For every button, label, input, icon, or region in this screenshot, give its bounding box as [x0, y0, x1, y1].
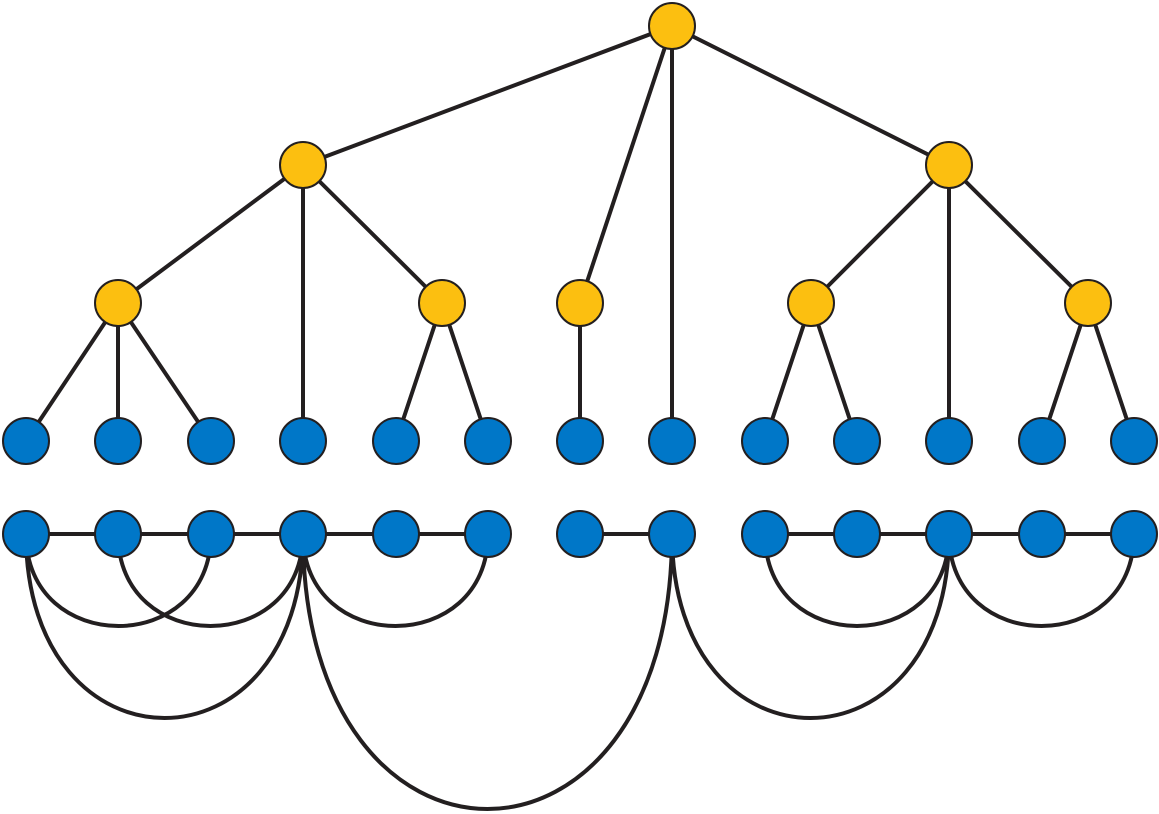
tree-edge	[809, 301, 859, 443]
tree-edge	[394, 301, 444, 443]
tree-edge	[578, 24, 674, 305]
tree-edge	[1086, 301, 1136, 443]
tree-internal-node	[787, 279, 835, 327]
graph-node	[464, 510, 512, 558]
tree-leaf-node	[648, 417, 696, 465]
graph-node	[741, 510, 789, 558]
tree-internal-node	[94, 279, 142, 327]
tree-edge	[24, 301, 120, 443]
tree-nodes	[2, 2, 1158, 465]
tree-edge	[116, 301, 213, 443]
tree-leaf-node	[1018, 417, 1066, 465]
tree-edge	[947, 163, 1090, 305]
tree-internal-node	[279, 141, 327, 189]
tree-edge	[1040, 301, 1090, 443]
tree-leaf-node	[925, 417, 973, 465]
graph-edges	[24, 532, 1136, 811]
tree-leaf-node	[464, 417, 512, 465]
graph-node	[2, 510, 50, 558]
graph-arc-edge	[947, 532, 1136, 628]
graph-arc-edge	[670, 532, 951, 720]
graph-node	[556, 510, 604, 558]
graph-node	[1018, 510, 1066, 558]
tree-internal-node	[418, 279, 466, 327]
graph-node	[925, 510, 973, 558]
tree-internal-node	[925, 141, 973, 189]
graph-node	[94, 510, 142, 558]
tree-edge	[809, 163, 951, 305]
tree-edge	[301, 24, 674, 167]
tree-edge	[763, 301, 813, 443]
tree-leaf-node	[741, 417, 789, 465]
graph-arc-edge	[301, 532, 674, 811]
graph-node	[279, 510, 327, 558]
tree-edge	[440, 301, 490, 443]
tree-edge	[670, 24, 951, 167]
tree-leaf-node	[556, 417, 604, 465]
tree-leaf-node	[279, 417, 327, 465]
graph-arc-edge	[116, 532, 305, 628]
tree-internal-node	[648, 2, 696, 50]
tree-edges	[24, 24, 1136, 443]
graph-arc-edge	[301, 532, 490, 628]
tree-leaf-node	[833, 417, 881, 465]
tree-leaf-node	[187, 417, 235, 465]
graph-arc-edge	[24, 532, 213, 628]
tree-leaf-node	[1110, 417, 1158, 465]
tree-edge	[116, 163, 305, 305]
graph-arc-edge	[24, 532, 305, 720]
tree-internal-node	[1064, 279, 1112, 327]
tree-edge	[301, 163, 444, 305]
tree-leaf-node	[372, 417, 420, 465]
graph-node	[648, 510, 696, 558]
graph-node	[187, 510, 235, 558]
graph-node	[833, 510, 881, 558]
tree-leaf-node	[2, 417, 50, 465]
graph-node	[1110, 510, 1158, 558]
tree-internal-node	[556, 279, 604, 327]
graph-arc-edge	[763, 532, 951, 628]
tree-leaf-node	[94, 417, 142, 465]
graph-node	[372, 510, 420, 558]
graph-nodes	[2, 510, 1158, 558]
